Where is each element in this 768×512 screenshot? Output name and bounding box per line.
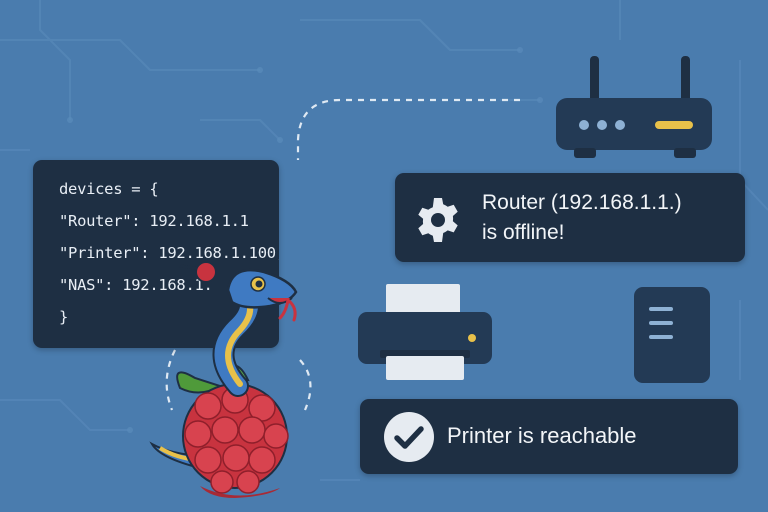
router-icon (556, 56, 712, 158)
gear-icon (418, 198, 458, 242)
alert-message: Router (192.168.1.1.) is offline! (482, 188, 732, 248)
printer-icon (358, 284, 492, 380)
code-line: "NAS": 192.168.1. (59, 276, 213, 294)
alert-line-1: Router (192.168.1.1.) (482, 191, 682, 214)
dashed-connector-lower (165, 349, 176, 411)
code-line: } (59, 308, 69, 326)
printer-status-card: Printer is reachable (360, 399, 738, 474)
status-message: Printer is reachable (447, 423, 637, 448)
code-line: "Printer": 192.168.1.100, (59, 244, 279, 262)
dashed-connector (296, 98, 520, 160)
code-line: "Router": 192.168.1.1 (59, 212, 249, 230)
nas-icon (634, 287, 710, 383)
check-circle-icon (384, 412, 434, 462)
code-panel: devices = { "Router": 192.168.1.1 "Print… (33, 160, 279, 348)
python-raspberry-mascot (149, 261, 298, 498)
router-offline-alert: Router (192.168.1.1.) is offline! (395, 173, 745, 262)
alert-line-2: is offline! (482, 221, 565, 244)
code-line: devices = { (59, 180, 159, 198)
